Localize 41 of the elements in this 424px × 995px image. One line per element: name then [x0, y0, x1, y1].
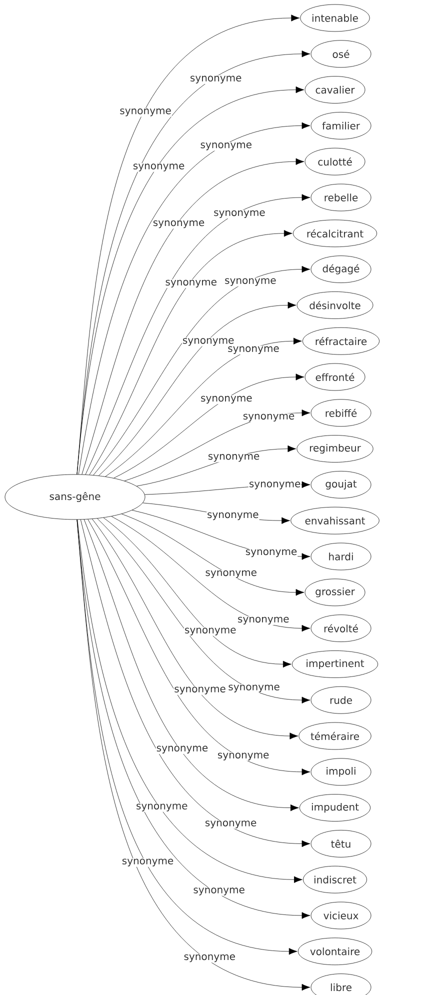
arrow: [103, 518, 292, 668]
edge-label: synonyme: [189, 75, 242, 84]
edge-label: synonyme: [192, 887, 246, 896]
edge-label: synonyme: [244, 548, 298, 558]
arrow: [121, 514, 304, 596]
arrow: [98, 302, 296, 476]
arrow: [136, 445, 296, 486]
arrow: [111, 516, 310, 632]
edge-label: synonyme: [200, 395, 253, 404]
edge-label: synonyme: [204, 820, 258, 829]
arrow: [114, 374, 304, 478]
arrow: [84, 519, 299, 812]
edge-label: synonyme: [182, 338, 235, 346]
arrow: [93, 266, 310, 476]
edge-label: synonyme: [213, 210, 266, 218]
arrow: [97, 518, 310, 704]
edge-label: synonyme: [204, 570, 258, 578]
arrow: [88, 519, 310, 776]
edge-label: synonyme: [200, 142, 252, 151]
arrow: [105, 338, 302, 477]
edge-label: synonyme: [119, 108, 172, 117]
edge-label: synonyme: [156, 745, 209, 754]
edge-label: synonyme: [184, 627, 237, 636]
edge-label: synonyme: [224, 278, 277, 286]
edge-label: synonyme: [136, 803, 188, 812]
edge-label: synonyme: [227, 346, 280, 354]
edge-label: synonyme: [164, 279, 218, 288]
edge-label: synonyme: [242, 413, 296, 422]
edge-label: synonyme: [228, 684, 280, 693]
edge-label: synonyme: [206, 512, 260, 521]
edge-label: synonyme: [132, 163, 186, 172]
edge-label: synonyme: [237, 616, 290, 626]
edge-label: synonyme: [174, 686, 226, 695]
arrow: [89, 230, 292, 475]
edge-label: synonyme: [183, 954, 236, 963]
edge-label: synonyme: [207, 454, 260, 462]
edge-label: synonyme: [248, 481, 302, 490]
edge-label: synonyme: [121, 858, 174, 867]
edge-label: synonyme: [216, 752, 270, 761]
edge-label: synonyme: [152, 220, 206, 229]
arrow: [92, 518, 298, 740]
